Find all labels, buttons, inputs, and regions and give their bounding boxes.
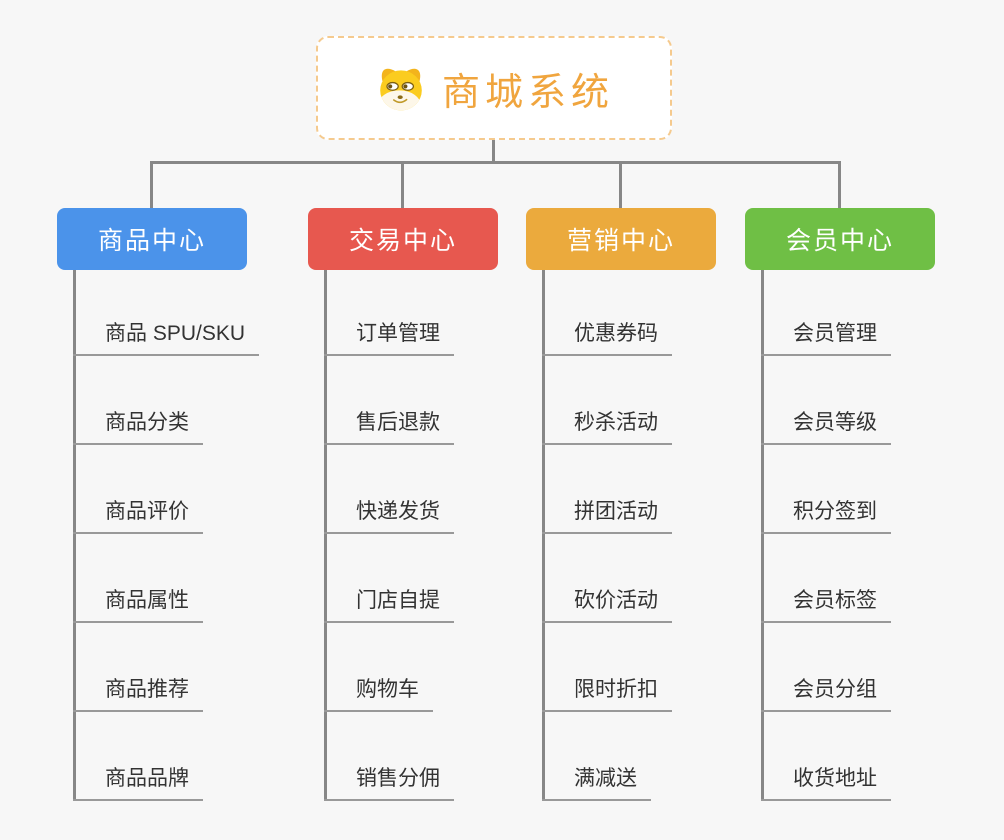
topic-node[interactable]: 商品推荐 xyxy=(73,666,203,712)
branch-node-product-center[interactable]: 商品中心 xyxy=(57,208,247,270)
connector-drop-member xyxy=(838,161,841,208)
topic-node[interactable]: 限时折扣 xyxy=(542,666,672,712)
branch-node-marketing-center[interactable]: 营销中心 xyxy=(526,208,716,270)
connector-branch-line-member xyxy=(761,270,764,801)
branch-column-trade: 交易中心 订单管理 售后退款 快递发货 门店自提 购物车 销售分佣 xyxy=(308,208,578,813)
topic-node[interactable]: 门店自提 xyxy=(324,577,454,623)
topic-node[interactable]: 订单管理 xyxy=(324,310,454,356)
connector-root-stub xyxy=(492,140,495,162)
branch-column-marketing: 营销中心 优惠券码 秒杀活动 拼团活动 砍价活动 限时折扣 满减送 xyxy=(526,208,796,813)
topic-node[interactable]: 会员管理 xyxy=(761,310,891,356)
root-node[interactable]: 商城系统 xyxy=(316,36,672,140)
topic-node[interactable]: 优惠券码 xyxy=(542,310,672,356)
topic-node[interactable]: 积分签到 xyxy=(761,488,891,534)
topic-node[interactable]: 会员等级 xyxy=(761,399,891,445)
topic-node[interactable]: 商品属性 xyxy=(73,577,203,623)
root-title: 商城系统 xyxy=(441,71,614,114)
topic-node[interactable]: 商品分类 xyxy=(73,399,203,445)
topic-node[interactable]: 会员分组 xyxy=(761,666,891,712)
branch-node-member-center[interactable]: 会员中心 xyxy=(745,208,935,270)
topic-node[interactable]: 收货地址 xyxy=(761,755,891,801)
connector-branch-line-product xyxy=(73,270,76,801)
connector-drop-marketing xyxy=(619,161,622,208)
connector-drop-trade xyxy=(401,161,404,208)
topic-node[interactable]: 秒杀活动 xyxy=(542,399,672,445)
topic-node[interactable]: 砍价活动 xyxy=(542,577,672,623)
topic-node[interactable]: 快递发货 xyxy=(324,488,454,534)
topic-node[interactable]: 商品品牌 xyxy=(73,755,203,801)
connector-branch-line-marketing xyxy=(542,270,545,801)
topic-node[interactable]: 售后退款 xyxy=(324,399,454,445)
branch-column-member: 会员中心 会员管理 会员等级 积分签到 会员标签 会员分组 收货地址 xyxy=(745,208,1004,813)
branch-node-trade-center[interactable]: 交易中心 xyxy=(308,208,498,270)
connector-drop-product xyxy=(150,161,153,208)
doge-icon xyxy=(380,68,422,111)
connector-horizontal-bar xyxy=(150,161,841,164)
branch-column-product: 商品中心 商品 SPU/SKU 商品分类 商品评价 商品属性 商品推荐 商品品牌 xyxy=(57,208,327,813)
topic-node[interactable]: 拼团活动 xyxy=(542,488,672,534)
topic-node[interactable]: 销售分佣 xyxy=(324,755,454,801)
topic-node[interactable]: 购物车 xyxy=(324,666,433,712)
topic-node[interactable]: 商品 SPU/SKU xyxy=(73,310,260,356)
topic-node[interactable]: 会员标签 xyxy=(761,577,891,623)
topic-node[interactable]: 商品评价 xyxy=(73,488,203,534)
connector-branch-line-trade xyxy=(324,270,327,801)
topic-node[interactable]: 满减送 xyxy=(542,755,651,801)
